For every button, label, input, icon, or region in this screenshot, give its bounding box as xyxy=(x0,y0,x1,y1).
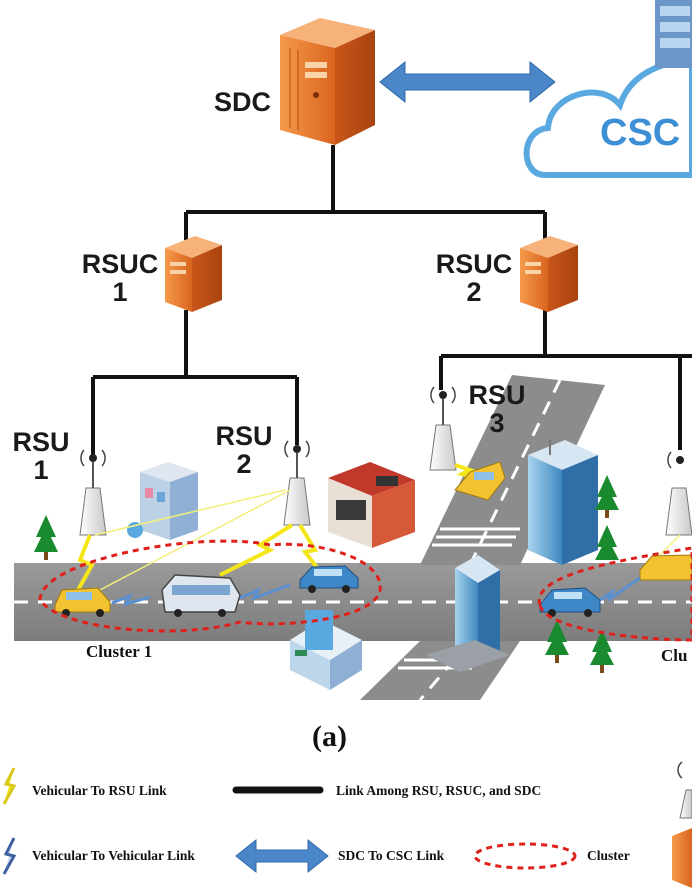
legend-server-icon-partial xyxy=(672,828,692,888)
wired-links xyxy=(91,145,692,455)
rsuc1-label: RSUC 1 xyxy=(81,249,159,308)
building-tower-icon xyxy=(528,440,598,565)
building-shop-icon xyxy=(328,462,415,548)
legend-cluster-icon xyxy=(473,842,577,870)
rsu2-label: RSU 2 xyxy=(215,421,273,480)
sdc-label: SDC xyxy=(214,87,272,117)
car-blue-icon xyxy=(299,565,359,593)
csc-label: CSC xyxy=(600,112,681,154)
sdc-csc-arrow xyxy=(379,60,556,104)
rsuc1-server-icon xyxy=(165,236,222,312)
legend-v2v-label: Vehicular To Vehicular Link xyxy=(32,848,195,863)
building-hospital-icon xyxy=(290,610,362,690)
cluster-1-label: Cluster 1 xyxy=(86,642,153,661)
legend-cluster-label: Cluster xyxy=(587,848,630,863)
legend-v2rsu-label: Vehicular To RSU Link xyxy=(32,783,167,798)
cluster-1-outline xyxy=(38,539,382,633)
tree-icons xyxy=(34,475,619,673)
rsuc2-server-icon xyxy=(520,236,578,312)
legend-rsu-icon-partial xyxy=(677,761,692,819)
rsuc2-label: RSUC 2 xyxy=(435,249,513,308)
rsu2-tower-icon xyxy=(283,440,311,526)
building-skyscraper-icon xyxy=(425,555,510,672)
legend-sdc-csc-label: SDC To CSC Link xyxy=(338,848,445,863)
rsu3-tower-icon xyxy=(429,386,457,471)
cluster-2-label-partial: Clu xyxy=(661,646,688,665)
legend-wired-link-label: Link Among RSU, RSUC, and SDC xyxy=(336,783,542,798)
bus-icon xyxy=(161,574,241,617)
csc-cloud-icon xyxy=(523,0,692,178)
rsu1-label: RSU 1 xyxy=(12,427,70,486)
cluster-outlines xyxy=(38,539,692,642)
legend-v2rsu-icon xyxy=(2,767,17,805)
car-yellow-right-icon xyxy=(639,554,692,581)
figure-caption: (a) xyxy=(312,720,347,753)
building-left-icon xyxy=(127,462,198,540)
legend-v2v-icon xyxy=(2,837,17,875)
cluster-2-outline xyxy=(537,546,692,642)
sdc-server-icon xyxy=(280,18,375,145)
rsu1-tower-icon xyxy=(79,449,107,536)
legend-sdc-csc-arrow-icon xyxy=(235,838,329,874)
v2v-links xyxy=(111,576,641,607)
taxi-icon xyxy=(454,461,506,501)
rsu3-label: RSU 3 xyxy=(468,380,526,439)
rsu4-tower-icon xyxy=(665,451,692,536)
